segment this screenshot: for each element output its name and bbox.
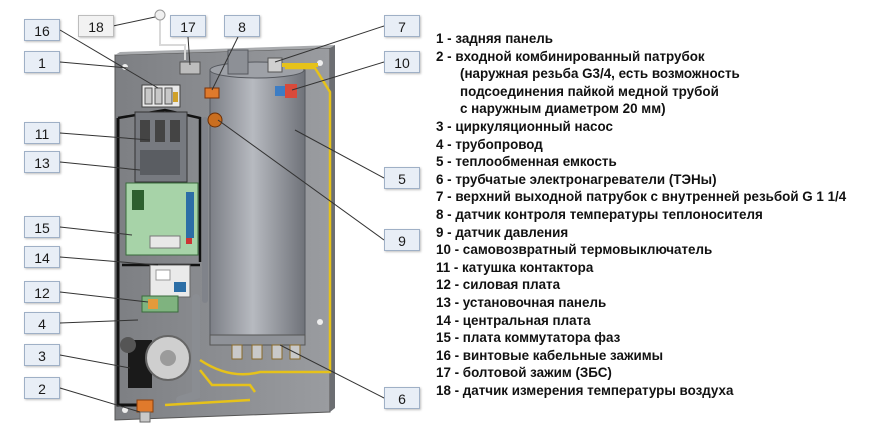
contactor — [134, 111, 188, 183]
callout-4: 4 — [24, 312, 60, 334]
legend-item-18: 18 - датчик измерения температуры воздух… — [436, 382, 734, 398]
callout-11: 11 — [24, 122, 60, 144]
legend-item-5: 5 - теплообменная емкость — [436, 154, 617, 170]
legend-item-2-note-2: подсоединения пайкой медной трубой — [460, 83, 719, 99]
callout-15: 15 — [24, 216, 60, 238]
legend-item-13: 13 - установочная панель — [436, 294, 607, 310]
callout-7: 7 — [384, 15, 420, 37]
top-outlet — [267, 57, 318, 73]
callout-14: 14 — [24, 246, 60, 268]
pressure-sensor — [207, 112, 223, 128]
legend-item-7: 7 - верхний выходной патрубок с внутренн… — [436, 189, 847, 205]
leader-lines — [59, 16, 385, 413]
legend-item-11: 11 - катушка контактора — [436, 259, 594, 275]
legend-item-14: 14 - центральная плата — [436, 312, 591, 328]
callout-13: 13 — [24, 151, 60, 173]
legend-item-2: 2 - входной комбинированный патрубок — [436, 48, 705, 64]
legend-item-4: 4 - трубопровод — [436, 136, 543, 152]
temperature-sensor — [204, 87, 220, 99]
callout-8: 8 — [224, 15, 260, 37]
callout-12: 12 — [24, 281, 60, 303]
parts-legend: 1 - задняя панель 2 - входной комбиниров… — [436, 30, 884, 399]
callout-1: 1 — [24, 51, 60, 73]
air-temperature-sensor — [154, 9, 166, 21]
legend-item-16: 16 - винтовые кабельные зажимы — [436, 347, 664, 363]
legend-item-6: 6 - трубчатые электронагреватели (ТЭНы) — [436, 171, 717, 187]
central-board — [149, 264, 191, 298]
legend-item-2-note-1: (наружная резьба G3/4, есть возможность — [460, 66, 740, 82]
callout-10: 10 — [384, 51, 420, 73]
legend-item-8: 8 - датчик контроля температуры теплонос… — [436, 206, 763, 222]
legend-item-10: 10 - самовозвратный термовыключатель — [436, 242, 713, 258]
callout-6: 6 — [384, 387, 420, 409]
callout-5: 5 — [384, 167, 420, 189]
legend-item-3: 3 - циркуляционный насос — [436, 118, 613, 134]
legend-item-9: 9 - датчик давления — [436, 224, 569, 240]
callout-9: 9 — [384, 229, 420, 251]
heat-exchange-tank — [209, 49, 306, 341]
callout-16: 16 — [24, 19, 60, 41]
callout-3: 3 — [24, 344, 60, 366]
power-board — [141, 295, 179, 313]
heating-elements — [209, 334, 306, 360]
legend-item-2-note-3: с наружным диаметром 20 мм) — [460, 101, 666, 117]
cable-clamps — [141, 84, 181, 108]
pipeline — [176, 117, 211, 404]
thermoswitch — [275, 84, 297, 98]
legend-item-15: 15 - плата коммутатора фаз — [436, 330, 621, 346]
callout-18: 18 — [78, 15, 114, 37]
legend-item-1: 1 - задняя панель — [436, 31, 554, 46]
legend-item-17: 17 - болтовой зажим (ЗБС) — [436, 365, 612, 381]
callout-17: 17 — [170, 15, 206, 37]
phase-switch-board — [125, 182, 199, 256]
callout-2: 2 — [24, 377, 60, 399]
inlet-pipe — [136, 399, 154, 423]
legend-item-12: 12 - силовая плата — [436, 277, 561, 293]
circulation-pump — [120, 335, 191, 388]
